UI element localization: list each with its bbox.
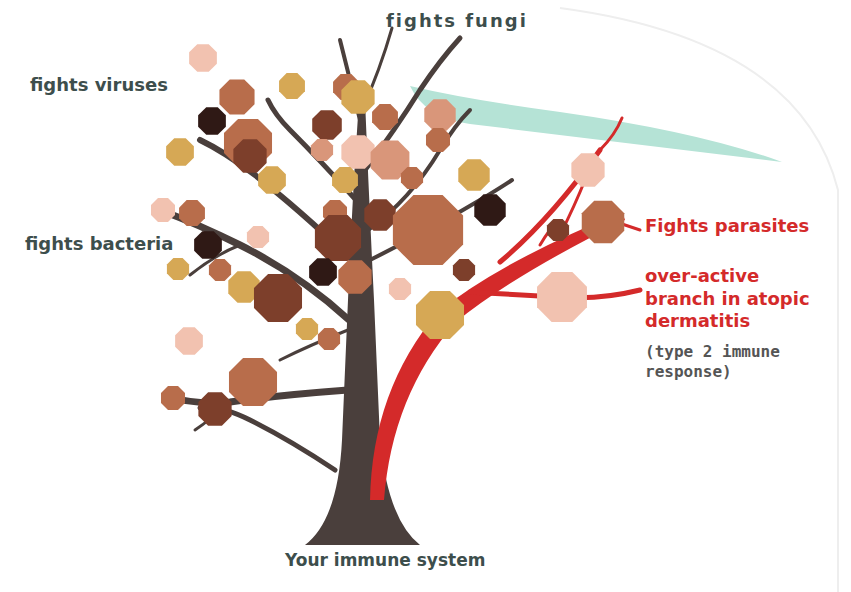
branch-label: Fights parasites: [645, 215, 845, 238]
note-text: (type 2 immune response): [645, 342, 795, 382]
tree-branches: [160, 28, 512, 470]
tree-title: Your immune system: [285, 550, 505, 571]
octagon-leaves: [151, 44, 624, 425]
type2-branch: [370, 118, 640, 500]
background-arc: [560, 8, 838, 592]
mint-swoosh: [410, 86, 782, 162]
branch-label: fights fungi: [386, 10, 586, 33]
tree-trunk: [305, 100, 420, 545]
branch-label: fights bacteria: [25, 233, 195, 256]
branch-label: fights viruses: [30, 74, 200, 97]
highlight-note: over-active branch in atopic dermatitis: [645, 265, 810, 333]
